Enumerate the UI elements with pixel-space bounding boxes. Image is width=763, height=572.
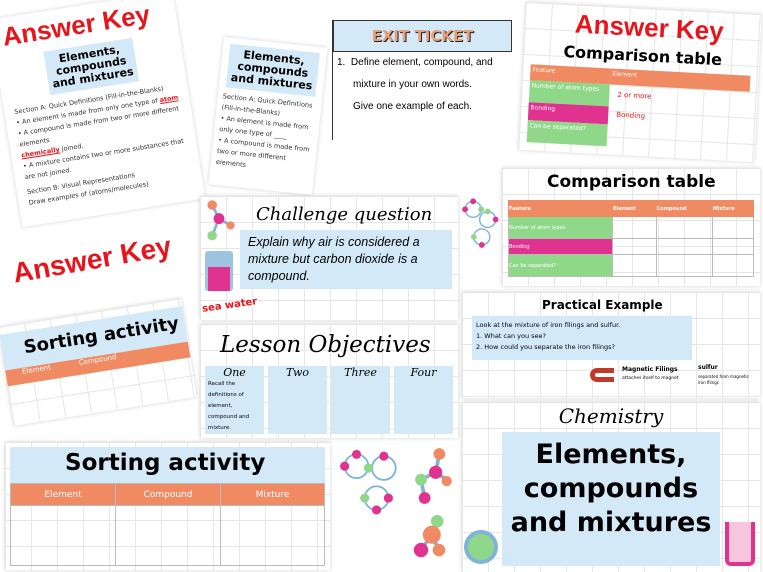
cell — [611, 216, 657, 239]
sorting-table: Element Compound Mixture — [10, 483, 325, 566]
practical-title: Practical Example — [542, 298, 663, 312]
title-kicker: Chemistry — [558, 404, 664, 428]
molecule-icon — [207, 200, 235, 241]
answer-atom: atom — [159, 93, 179, 105]
sulfur-label: sulfur — [698, 364, 718, 371]
worksheet-body: Section A: Quick Definitions (Fill-in-th… — [14, 81, 196, 209]
cell — [655, 254, 713, 277]
sorting-header-element: Element — [10, 483, 116, 506]
title-main: Elements, compounds and mixtures — [510, 439, 712, 538]
objective-four: Four — [394, 366, 453, 434]
key-row-separated: Can be separated? — [526, 120, 608, 147]
practical-example-slide: Practical Example Look at the mixture of… — [462, 292, 760, 398]
comparison-table: Feature Element Compound Mixture Number … — [508, 200, 755, 277]
worksheet-blank: Elements, compounds and mixtures Section… — [208, 36, 328, 196]
magnet-sublabel: attaches itself to magnet — [622, 376, 679, 381]
practical-line2: 1. What can you see? — [476, 332, 546, 340]
sorting-header-mixture: Mixture — [220, 483, 325, 506]
worksheet-body: Section A: Quick Definitions (Fill-in-th… — [215, 91, 319, 178]
challenge-title: Challenge question — [256, 204, 433, 225]
sorting-title: Sorting activity — [65, 450, 266, 476]
objectives-title: Lesson Objectives — [220, 332, 431, 358]
header-mixture: Mixture — [711, 200, 755, 217]
molecule-icon — [413, 514, 446, 558]
challenge-question-slide: Challenge question Explain why air is co… — [200, 196, 458, 320]
sorting-activity-back: Sorting activity Element Compound — [0, 298, 197, 426]
key-answer-1: 2 or more — [617, 90, 652, 101]
drop-zone-compound[interactable] — [115, 505, 221, 566]
objective-one: One Recall the definitions of element, c… — [205, 366, 264, 434]
comparison-answer-key: Answer Key Comparison table Feature Elem… — [518, 1, 762, 163]
key-col-element: Element — [609, 68, 751, 92]
header-compound: Compound — [655, 200, 713, 217]
cell — [711, 238, 755, 255]
answer-key-label-bottomleft: Answer Key — [10, 230, 174, 289]
objective-two: Two — [268, 366, 327, 434]
q-line1: Define element, compound, and — [350, 57, 493, 68]
worksheet-title: Elements, compounds and mixtures — [43, 37, 140, 96]
sorting-activity-slide: Sorting activity Element Compound Mixtur… — [5, 442, 330, 570]
q-line3: Give one example of each. — [353, 101, 472, 112]
title-box — [502, 432, 720, 566]
distillation-icon — [725, 522, 755, 566]
lesson-objectives-slide: Lesson Objectives One Recall the definit… — [200, 324, 458, 438]
q-line2: mixture in your own words. — [353, 79, 472, 90]
row-bonding: Bonding — [508, 238, 613, 255]
drop-zone-mixture[interactable] — [220, 505, 325, 566]
cell — [711, 254, 755, 277]
answer-key-label-topright: Answer Key — [574, 8, 725, 47]
exit-ticket: EXIT TICKET 1. Define element, compound,… — [332, 20, 512, 140]
flask-icon — [464, 530, 498, 564]
header-feature: Feature — [508, 200, 613, 217]
sea-water-label: sea water — [201, 296, 258, 315]
key-answer-2: Bonding — [616, 110, 646, 121]
cell — [655, 216, 713, 239]
hexagon-molecule-icon — [340, 449, 397, 515]
magnet-icon — [590, 368, 614, 382]
row-separated: Can be separated? — [508, 254, 613, 277]
challenge-text: Explain why air is considered a mixture … — [240, 230, 452, 289]
comparison-table-slide: Comparison table Feature Element Compoun… — [502, 168, 760, 286]
hexagon-molecule-icon — [462, 198, 499, 248]
sulfur-sublabel: separated from magnetic iron filings — [698, 374, 749, 385]
comparison-title: Comparison table — [547, 172, 716, 192]
practical-text: Look at the mixture of iron filings and … — [472, 316, 692, 360]
cell — [711, 216, 755, 239]
q-num: 1. — [337, 57, 346, 68]
worksheet-answer-key: Answer Key Elements, compounds and mixtu… — [0, 0, 206, 228]
title-slide: Chemistry Elements, compounds and mixtur… — [462, 402, 760, 572]
objective-one-text: Recall the definitions of element, compo… — [208, 381, 250, 431]
magnet-label: Magnetic Filings — [622, 366, 678, 373]
item3-end: joined. — [49, 165, 73, 178]
cell — [611, 254, 657, 277]
row-atoms: Number of atom types — [508, 216, 613, 239]
exit-ticket-question: 1. Define element, compound, and mixture… — [333, 52, 512, 118]
header-element: Element — [611, 200, 657, 217]
cell — [655, 238, 713, 255]
objective-one-label: One — [223, 366, 246, 379]
beaker-icon — [205, 251, 233, 291]
worksheet-title: Elements, compounds and mixtures — [225, 43, 320, 97]
sorting-header-compound: Compound — [115, 483, 221, 506]
drop-zone-element[interactable] — [10, 505, 116, 566]
objective-three: Three — [331, 366, 390, 434]
practical-line3: 2. How could you separate the iron filin… — [476, 343, 615, 351]
molecule-icon — [415, 448, 452, 504]
practical-line1: Look at the mixture of iron filings and … — [476, 321, 621, 329]
cell — [611, 238, 657, 255]
exit-ticket-header: EXIT TICKET — [333, 20, 512, 52]
